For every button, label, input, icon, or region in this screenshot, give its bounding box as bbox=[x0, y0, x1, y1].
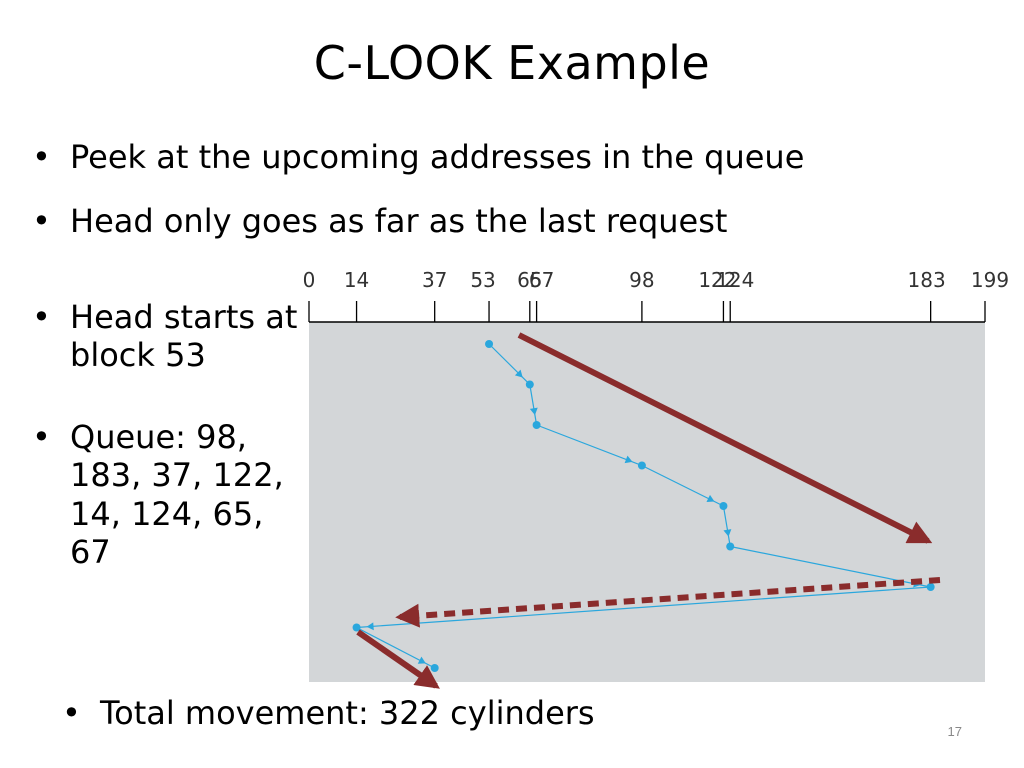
head-path-segment bbox=[488, 343, 531, 385]
head-position-point bbox=[926, 583, 935, 591]
bullet-dot: • bbox=[32, 202, 51, 240]
head-path-segment bbox=[529, 384, 538, 426]
head-path bbox=[352, 340, 935, 672]
head-position-point bbox=[532, 421, 541, 429]
head-path-arrowhead bbox=[417, 656, 426, 664]
head-position-point bbox=[637, 461, 646, 470]
bullet-peek: • Peek at the upcoming addresses in the … bbox=[32, 138, 970, 176]
bullet-head-start: • Head starts at block 53 bbox=[32, 298, 300, 375]
bullet-queue-text: Queue: 98, 183, 37, 122, 14, 124, 65, 67 bbox=[70, 418, 284, 572]
head-position-point bbox=[352, 623, 361, 632]
axis-tick-label: 199 bbox=[971, 268, 1009, 292]
head-path-arrowhead bbox=[366, 622, 374, 631]
head-position-point bbox=[485, 340, 494, 348]
axis-tick-label: 124 bbox=[716, 268, 754, 292]
return-sweep-arrow bbox=[395, 577, 941, 628]
axis-tick-label: 65 bbox=[517, 268, 542, 292]
head-position-point bbox=[525, 380, 534, 389]
axis-tick-label: 0 bbox=[303, 268, 316, 292]
axis-tick-label: 183 bbox=[908, 268, 946, 292]
bullet-dot: • bbox=[62, 694, 81, 732]
head-path-arrowhead bbox=[706, 494, 715, 503]
bullet-dot: • bbox=[32, 298, 51, 336]
head-path-segment bbox=[536, 424, 643, 467]
final-sweep-arrow bbox=[356, 629, 440, 689]
axis-tick-label: 37 bbox=[422, 268, 447, 292]
bullet-dot: • bbox=[32, 418, 51, 456]
axis-tick-label: 14 bbox=[344, 268, 369, 292]
bullet-head-start-text: Head starts at block 53 bbox=[70, 298, 298, 375]
bullet-queue: • Queue: 98, 183, 37, 122, 14, 124, 65, … bbox=[32, 418, 300, 572]
bullet-total-movement: • Total movement: 322 cylinders bbox=[62, 694, 800, 732]
bullet-head-limit: • Head only goes as far as the last requ… bbox=[32, 202, 970, 240]
axis-tick-label: 53 bbox=[470, 268, 495, 292]
head-path-arrowhead bbox=[529, 407, 538, 416]
axis-tick-label: 98 bbox=[629, 268, 654, 292]
forward-sweep-arrow bbox=[517, 332, 933, 544]
head-path-segment bbox=[722, 505, 731, 547]
head-position-point bbox=[719, 502, 728, 510]
direction-arrows bbox=[356, 332, 941, 689]
axis-tick-label: 67 bbox=[529, 268, 554, 292]
bullet-total-movement-text: Total movement: 322 cylinders bbox=[100, 694, 595, 732]
head-position-point bbox=[726, 542, 735, 551]
axis-tick-label: 122 bbox=[698, 268, 736, 292]
head-path-arrowhead bbox=[514, 369, 523, 378]
head-path-arrowhead bbox=[723, 529, 732, 537]
bullet-head-limit-text: Head only goes as far as the last reques… bbox=[70, 202, 728, 240]
slide-title: C-LOOK Example bbox=[313, 36, 711, 90]
head-position-point bbox=[430, 664, 439, 672]
bullet-dot: • bbox=[32, 138, 51, 176]
page-number: 17 bbox=[947, 724, 962, 739]
head-path-segment bbox=[356, 586, 931, 629]
bullet-peek-text: Peek at the upcoming addresses in the qu… bbox=[70, 138, 805, 176]
diagram-panel bbox=[309, 322, 985, 682]
head-path-arrowhead bbox=[624, 455, 633, 464]
